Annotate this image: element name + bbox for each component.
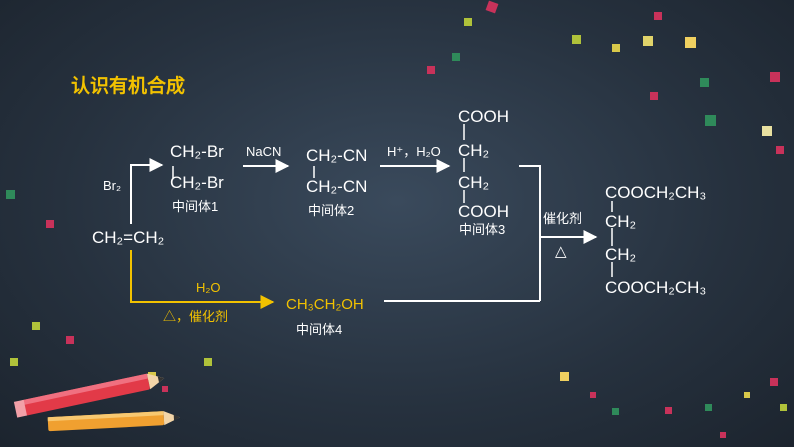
slide-title: 认识有机合成 [71, 76, 186, 97]
heat-symbol: △ [555, 243, 567, 260]
intermediate-4-label: 中间体4 [296, 322, 343, 337]
ethylene-formula: CH₂=CH₂ [92, 228, 165, 247]
ester-line1: COOCH₂CH₃ [605, 183, 707, 202]
intermediate-3-label: 中间体3 [459, 222, 506, 237]
arrow-br2 [130, 158, 164, 224]
intermediate-2-line2: CH₂-CN [306, 177, 368, 196]
condition-heat-catalyst: △，催化剂 [163, 309, 229, 324]
intermediate-2-line1: CH₂-CN [306, 146, 368, 165]
ester-line4: COOCH₂CH₃ [605, 278, 707, 297]
arrow-to-ethanol [130, 250, 275, 309]
ester-line3: CH₂ [605, 245, 637, 264]
reagent-water: H₂O [196, 280, 221, 295]
reagent-hydrolysis: H⁺，H₂O [387, 144, 441, 159]
intermediate-1-label: 中间体1 [172, 199, 219, 214]
intermediate-3-line4: COOH [458, 202, 509, 221]
ester-line2: CH₂ [605, 212, 637, 231]
intermediate-3-line1: COOH [458, 107, 509, 126]
catalyst-label: 催化剂 [543, 211, 583, 226]
intermediate-3-line3: CH₂ [458, 173, 490, 192]
connector-diacid [519, 165, 541, 301]
intermediate-2-label: 中间体2 [308, 203, 355, 218]
reagent-nacn: NaCN [246, 144, 282, 159]
intermediate-1-line1: CH₂-Br [170, 142, 224, 161]
intermediate-1-line2: CH₂-Br [170, 173, 224, 192]
intermediate-3-line2: CH₂ [458, 141, 490, 160]
intermediate-4-formula: CH₃CH₂OH [286, 296, 364, 313]
reagent-br2: Br₂ [103, 178, 122, 193]
